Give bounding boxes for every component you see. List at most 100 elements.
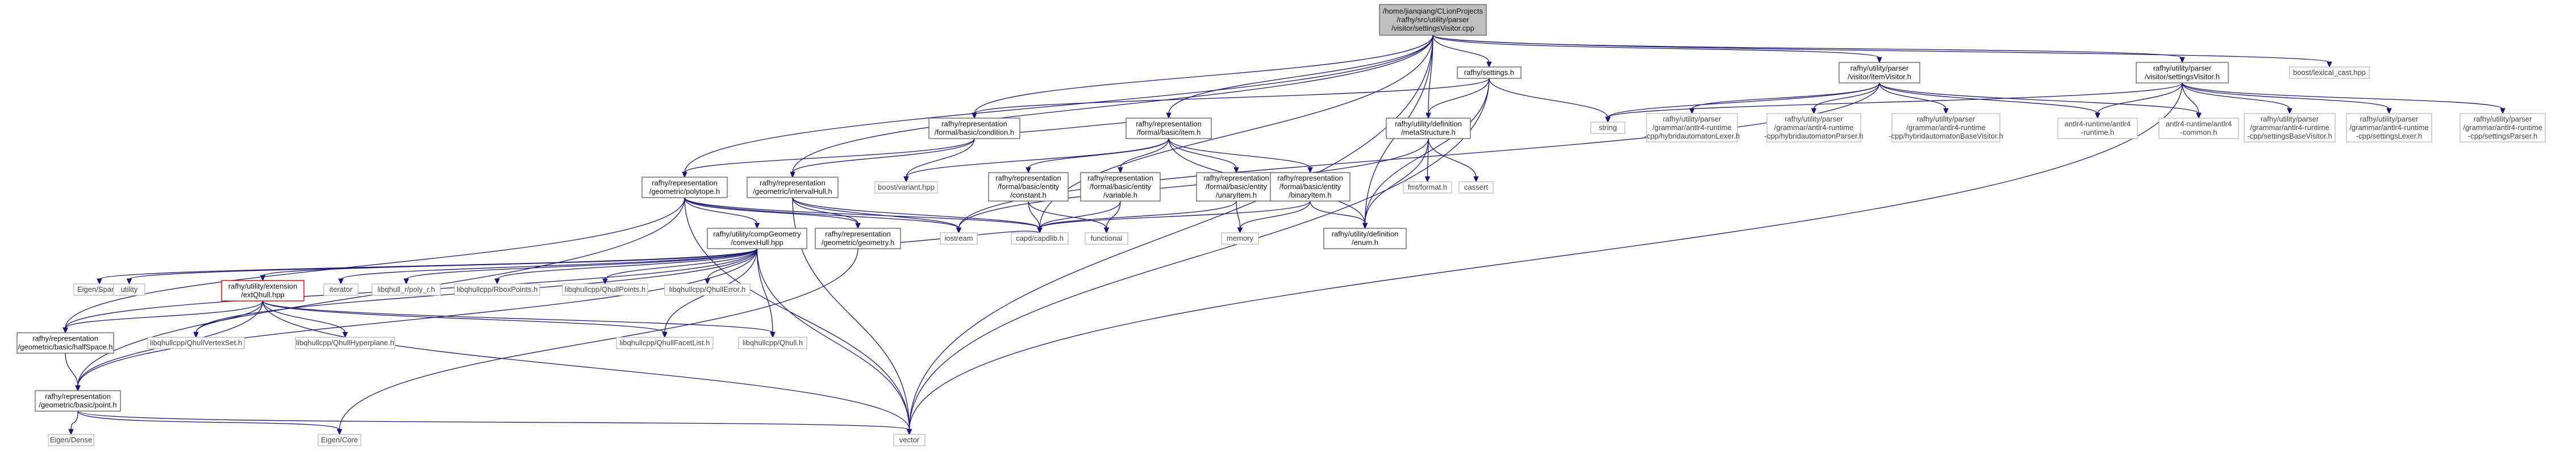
edge-line [1039, 200, 1237, 229]
node-box [2460, 113, 2546, 143]
edge-line [1310, 200, 1366, 224]
edge-line [605, 248, 758, 280]
node-box [815, 228, 901, 249]
edge-item-to-unaryItem [1168, 138, 1239, 174]
node-box [893, 434, 926, 446]
edge-line [1239, 200, 1311, 229]
arrowhead [494, 278, 500, 285]
edge-extension-to-qhullFacetList [262, 300, 668, 338]
edge-settingsVisitorH-to-settingsLexer [2182, 82, 2392, 115]
arrowhead [2500, 108, 2506, 115]
edge-metaStructure-to-cassert [1428, 138, 1479, 183]
node-box [1457, 66, 1522, 79]
arrowhead [956, 227, 962, 234]
edge-settingsVisitorH-to-antlrCommon [2182, 82, 2202, 119]
node-box [2289, 66, 2370, 79]
node-item[interactable]: rafhy/representation/formal/basic/item.h [1126, 118, 1212, 139]
arrowhead [1473, 176, 1479, 183]
edge-layer [62, 35, 2506, 436]
node-lexer1: rafhy/utility/parser/grammar/antlr4-runt… [1644, 113, 1740, 143]
edge-line [262, 300, 346, 333]
node-eigenSparse: Eigen/Sparse [73, 283, 126, 296]
node-constant[interactable]: rafhy/representation/formal/basic/entity… [988, 172, 1069, 202]
node-qhullHyperplane: libqhullcpp/QhullHyperplane.h [295, 337, 395, 349]
node-settingsBaseVisitor: rafhy/utility/parser/grammar/antlr4-runt… [2244, 113, 2336, 143]
node-settingsVisitorH[interactable]: rafhy/utility/parser/visitor/settingsVis… [2136, 62, 2229, 83]
edge-extension-to-qhullHyperplane [262, 300, 348, 338]
node-box [2057, 118, 2138, 139]
node-label: rafhy/representation [45, 392, 111, 401]
edge-line [2182, 82, 2390, 110]
node-label: /geometric/basic/halfSpace.h [18, 343, 113, 351]
edge-line [77, 411, 340, 430]
node-label: rafhy/utility/definition [1332, 230, 1399, 238]
edge-settingsVisitorH-to-antlrRuntime [2095, 82, 2183, 119]
node-label: /grammar/antlr4-runtime [2250, 123, 2329, 132]
node-itemVisitor[interactable]: rafhy/utility/parser/visitor/itemVisitor… [1839, 62, 1920, 83]
edge-settings-to-string [1489, 78, 1611, 123]
node-geometry[interactable]: rafhy/representation/geometric/geometry.… [815, 228, 901, 249]
arrowhead [62, 327, 68, 334]
node-label: rafhy/utility/parser [2474, 115, 2532, 123]
node-box [928, 118, 1020, 139]
node-point[interactable]: rafhy/representation/geometric/basic/poi… [35, 390, 121, 412]
edge-line [2182, 82, 2503, 110]
node-label: /formal/basic/entity [1206, 182, 1268, 191]
edge-root-to-settings [1432, 35, 1492, 68]
node-box [738, 337, 807, 349]
node-label: rafhy/representation [1087, 174, 1153, 182]
arrowhead [602, 278, 608, 285]
edge-line [65, 353, 78, 387]
edge-line [1028, 138, 1169, 169]
edge-compGeometry-to-qhullError [705, 248, 758, 285]
edge-line [792, 197, 1040, 229]
edge-line [1028, 200, 1040, 229]
node-cxsc: capd/capdlib.h [1011, 232, 1069, 245]
edge-itemVisitor-to-lexer1 [1689, 82, 1880, 115]
edge-line [974, 35, 1433, 114]
node-condition[interactable]: rafhy/representation/formal/basic/condit… [928, 118, 1020, 139]
edge-line [1607, 82, 2183, 118]
node-box [940, 232, 978, 245]
node-polytope[interactable]: rafhy/representation/geometric/polytope.… [641, 177, 728, 198]
node-label: functional [1091, 234, 1123, 242]
node-label: utility [121, 285, 138, 294]
node-enumH[interactable]: rafhy/utility/definition/enum.h [1323, 228, 1407, 249]
node-box [747, 177, 839, 198]
node-label: rafhy/representation [32, 334, 98, 343]
edge-intervalHull-to-geometry [792, 197, 861, 229]
node-settings[interactable]: rafhy/settings.h [1457, 66, 1522, 79]
node-box [562, 283, 648, 296]
node-halfSpace[interactable]: rafhy/representation/geometric/basic/hal… [16, 332, 114, 354]
node-label: /grammar/antlr4-runtime [1774, 123, 1853, 132]
node-unaryItem[interactable]: rafhy/representation/formal/basic/entity… [1196, 172, 1277, 202]
edge-condition-to-variant [903, 138, 975, 183]
node-compGeometry[interactable]: rafhy/utility/compGeometry/convexHull.hp… [707, 228, 807, 249]
node-box [1323, 228, 1407, 249]
node-label: rafhy/utility/parser [1850, 64, 1909, 73]
edge-line [65, 300, 264, 329]
node-box [1126, 118, 1212, 139]
node-extension[interactable]: rafhy/utility/extension/extQhull.hpp [221, 280, 305, 302]
node-label: /visitor/settingsVisitor.h [2145, 73, 2220, 81]
edge-point-to-vector [77, 411, 912, 436]
node-label: /metaStructure.h [1401, 128, 1456, 137]
arrowhead [1811, 108, 1817, 115]
node-binaryItem[interactable]: rafhy/representation/formal/basic/entity… [1270, 172, 1350, 202]
node-box [1085, 232, 1128, 245]
node-box [147, 337, 245, 349]
edge-itemVisitor-to-parser1 [1811, 82, 1880, 115]
node-root[interactable]: /home/jianqiang/CLionProjects/rafhy/src/… [1379, 4, 1487, 36]
node-box [1196, 172, 1277, 202]
node-metaStructure[interactable]: rafhy/utility/definition/metaStructure.h [1386, 118, 1471, 139]
node-qhullFacetList: libqhullcpp/QhullFacetList.h [616, 337, 714, 349]
node-antlrCommon: antlr4-runtime/antlr4-common.h [2158, 118, 2239, 139]
node-intervalHull[interactable]: rafhy/representation/geometric/intervalH… [747, 177, 839, 198]
node-label: /geometric/polytope.h [649, 187, 720, 196]
node-label: rafhy/representation [1203, 174, 1269, 182]
node-label: -cpp/settingsParser.h [2468, 132, 2537, 140]
arrowhead [1237, 227, 1243, 234]
edge-root-to-polytope [682, 35, 1433, 178]
node-iterator: iterator [323, 283, 359, 296]
node-variable[interactable]: rafhy/representation/formal/basic/entity… [1080, 172, 1161, 202]
